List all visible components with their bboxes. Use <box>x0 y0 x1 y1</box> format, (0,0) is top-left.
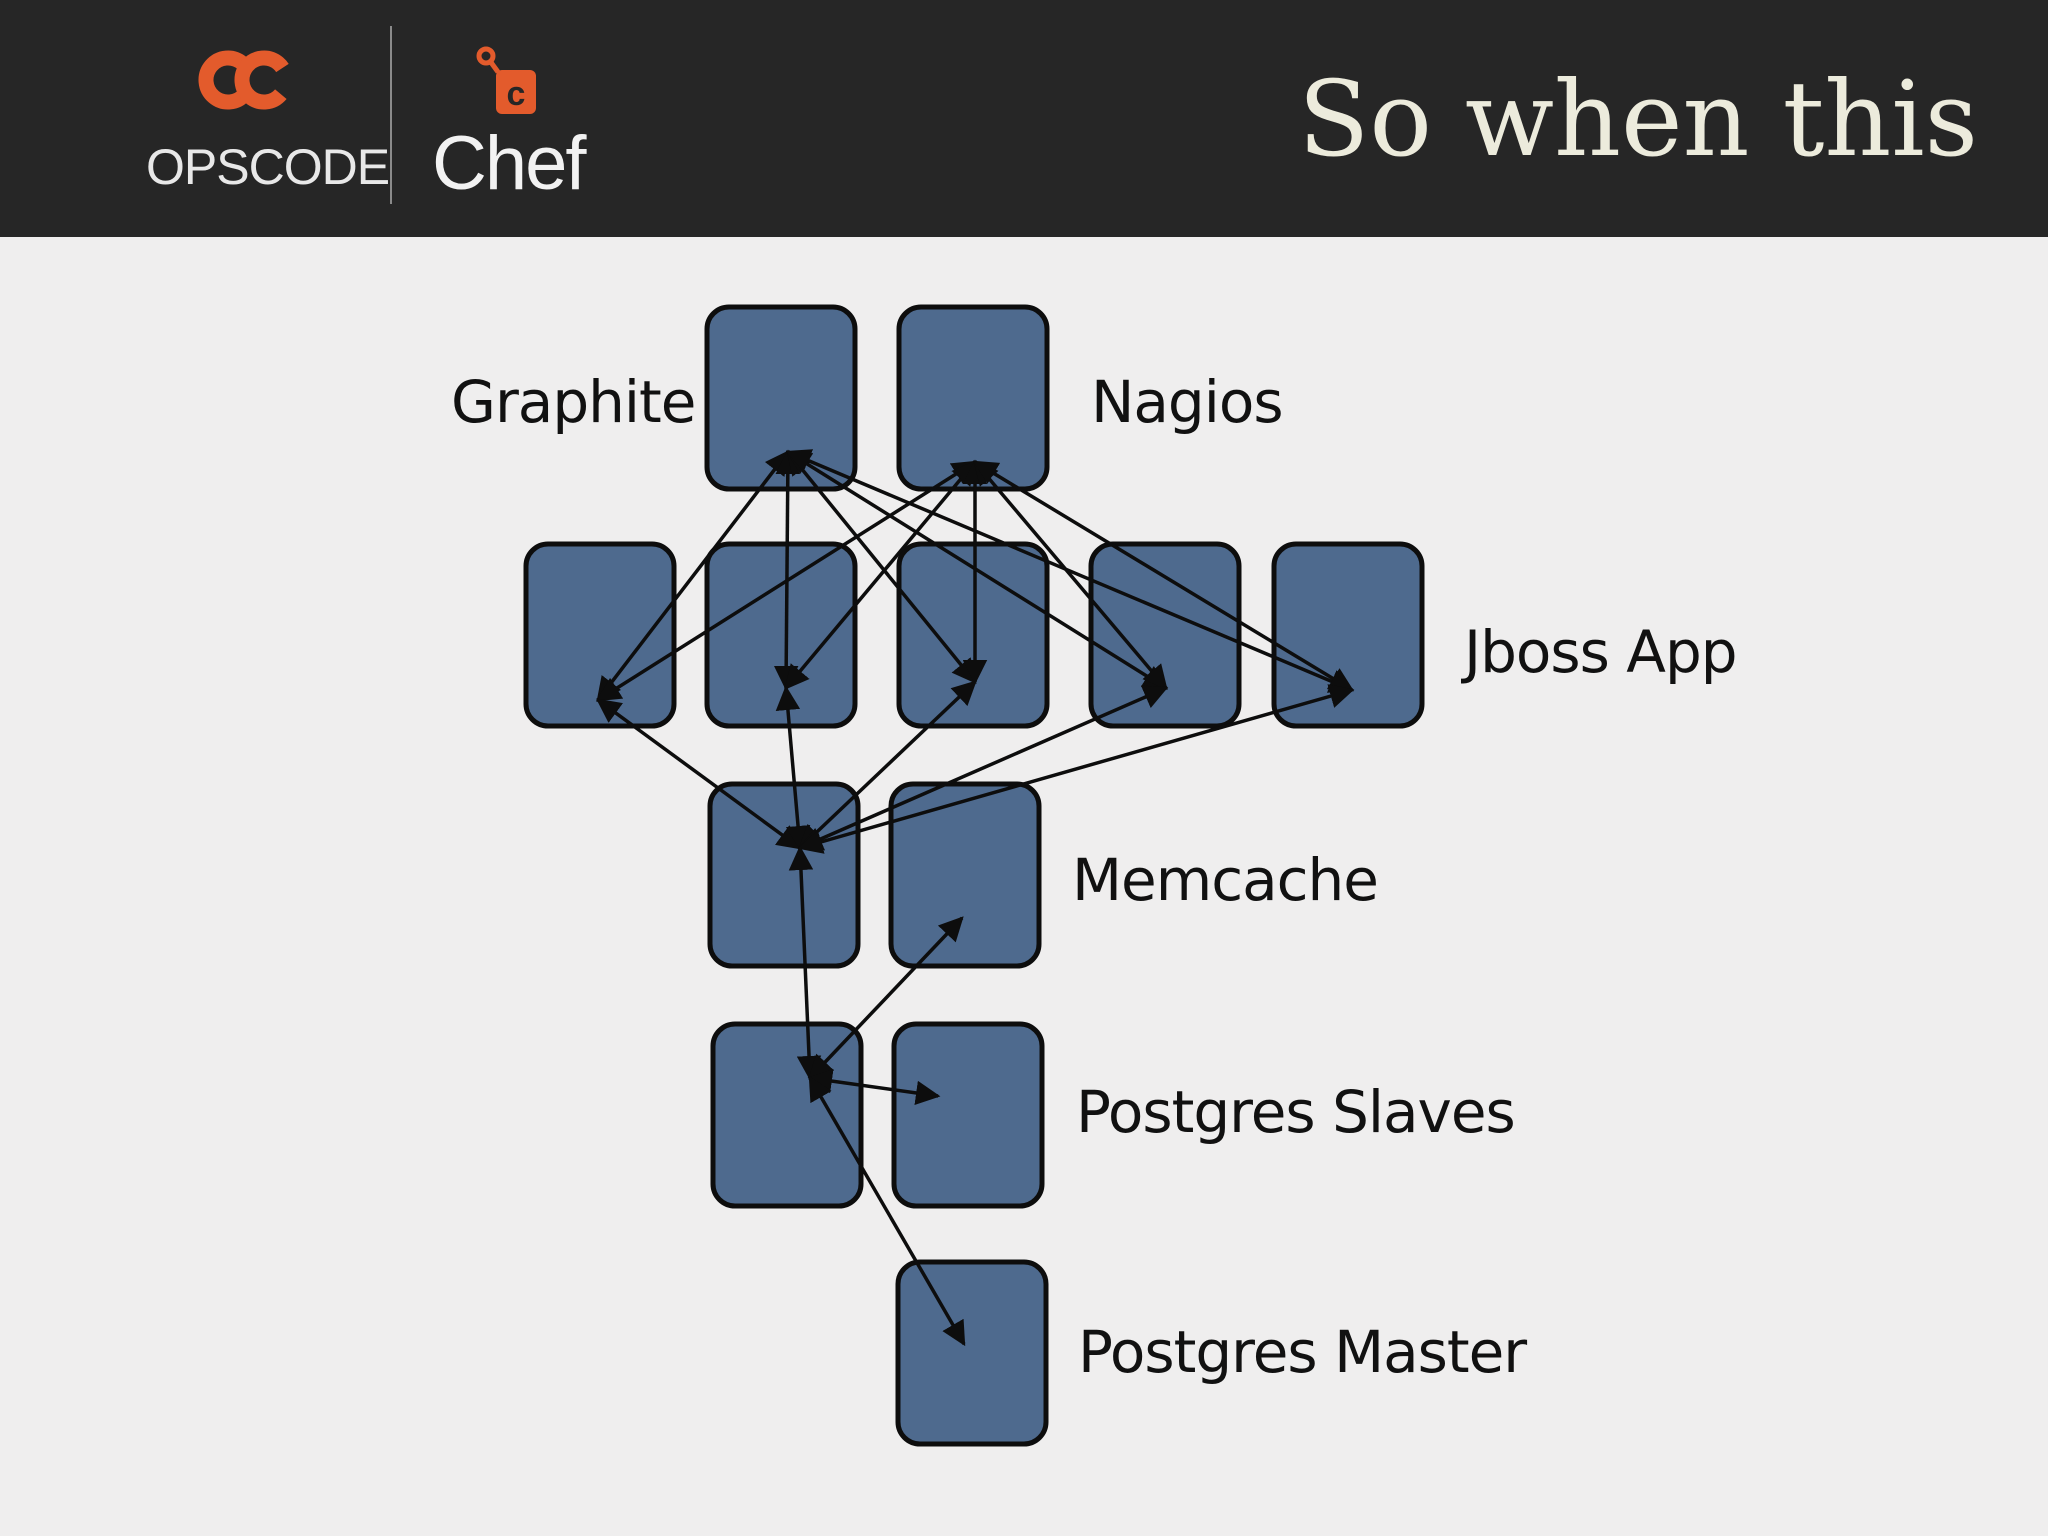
label-nagios: Nagios <box>1091 368 1284 436</box>
node-memcache2 <box>888 781 1042 969</box>
edge-jboss1-memcache1 <box>596 698 802 850</box>
edge-graphite-jboss5 <box>785 449 1355 693</box>
node-memcache1 <box>707 781 861 969</box>
opscode-wordmark: OPSCODE <box>146 139 390 195</box>
node-jboss2 <box>704 541 858 729</box>
label-jboss-app: Jboss App <box>1464 618 1738 686</box>
node-pgmaster <box>895 1259 1049 1447</box>
chef-logo-icon: c <box>476 46 536 114</box>
label-postgres-master: Postgres Master <box>1078 1318 1527 1386</box>
node-jboss4 <box>1088 541 1242 729</box>
label-memcache: Memcache <box>1072 846 1379 914</box>
label-graphite: Graphite <box>451 368 696 436</box>
edge-nagios-jboss2 <box>784 460 977 690</box>
edge-pgmaster-pgslave1 <box>808 1075 966 1347</box>
edge-graphite-jboss2 <box>773 449 801 691</box>
node-jboss3 <box>896 541 1050 729</box>
logo-divider <box>390 26 392 204</box>
label-postgres-slaves: Postgres Slaves <box>1076 1078 1516 1146</box>
node-pgslave2 <box>891 1021 1045 1209</box>
chef-logo: c Chef <box>430 44 590 206</box>
node-pgslave1 <box>710 1021 864 1209</box>
header-bar: OPSCODE c Chef So when this <box>0 0 2048 237</box>
slide-title: So when this <box>1298 58 1978 180</box>
node-jboss5 <box>1271 541 1425 729</box>
edge-nagios-jboss5 <box>972 460 1355 692</box>
opscode-logo-icon <box>198 50 294 110</box>
edge-memcache2-pgslave1 <box>808 916 964 1080</box>
opscode-logo: OPSCODE <box>140 38 390 198</box>
svg-text:c: c <box>507 75 526 113</box>
chef-wordmark: Chef <box>432 121 587 206</box>
edge-jboss5-memcache1 <box>797 684 1355 854</box>
edges-layer <box>595 449 1355 1347</box>
